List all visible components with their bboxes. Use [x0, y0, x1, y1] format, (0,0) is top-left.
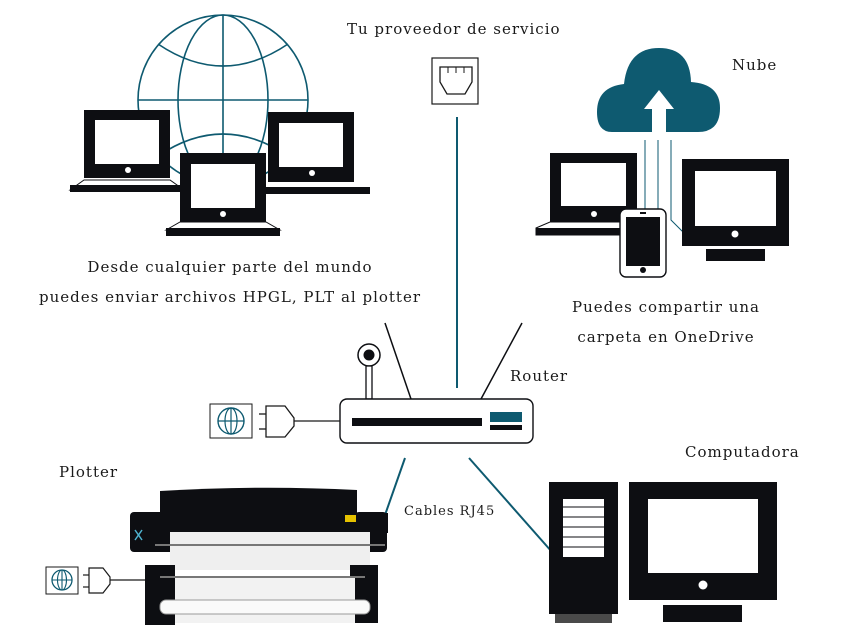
- ethernet-port-icon: [431, 57, 479, 105]
- plotter-label: Plotter: [59, 463, 119, 481]
- globe-icon: [45, 566, 79, 595]
- share-caption-line2: carpeta en OneDrive: [577, 328, 755, 346]
- world-caption-line2: puedes enviar archivos HPGL, PLT al plot…: [38, 288, 422, 306]
- laptop-icon: [266, 112, 370, 194]
- monitor-icon: [629, 482, 777, 622]
- cables-label: Cables RJ45: [404, 504, 496, 519]
- cloud-label: Nube: [732, 56, 778, 74]
- power-plug-icon: [259, 405, 340, 438]
- desktop-tower-icon: [549, 482, 618, 623]
- computer-label: Computadora: [685, 443, 800, 461]
- globe-icon: [209, 403, 253, 439]
- router-icon: [339, 343, 534, 444]
- router-label: Router: [510, 367, 569, 385]
- monitor-icon: [682, 159, 789, 261]
- isp-label: Tu proveedor de servicio: [347, 20, 561, 38]
- router-links: [384, 322, 553, 553]
- laptop-icon: [164, 153, 282, 236]
- laptop-icon: [68, 110, 186, 192]
- power-plug-icon: [83, 567, 145, 594]
- smartphone-icon: [619, 208, 667, 278]
- cloud-upload-icon: [597, 48, 720, 132]
- plotter-icon: [130, 487, 388, 625]
- share-caption-line1: Puedes compartir una: [572, 298, 760, 316]
- cloud-links: [644, 140, 684, 233]
- world-caption-line1: Desde cualquier parte del mundo: [87, 258, 373, 276]
